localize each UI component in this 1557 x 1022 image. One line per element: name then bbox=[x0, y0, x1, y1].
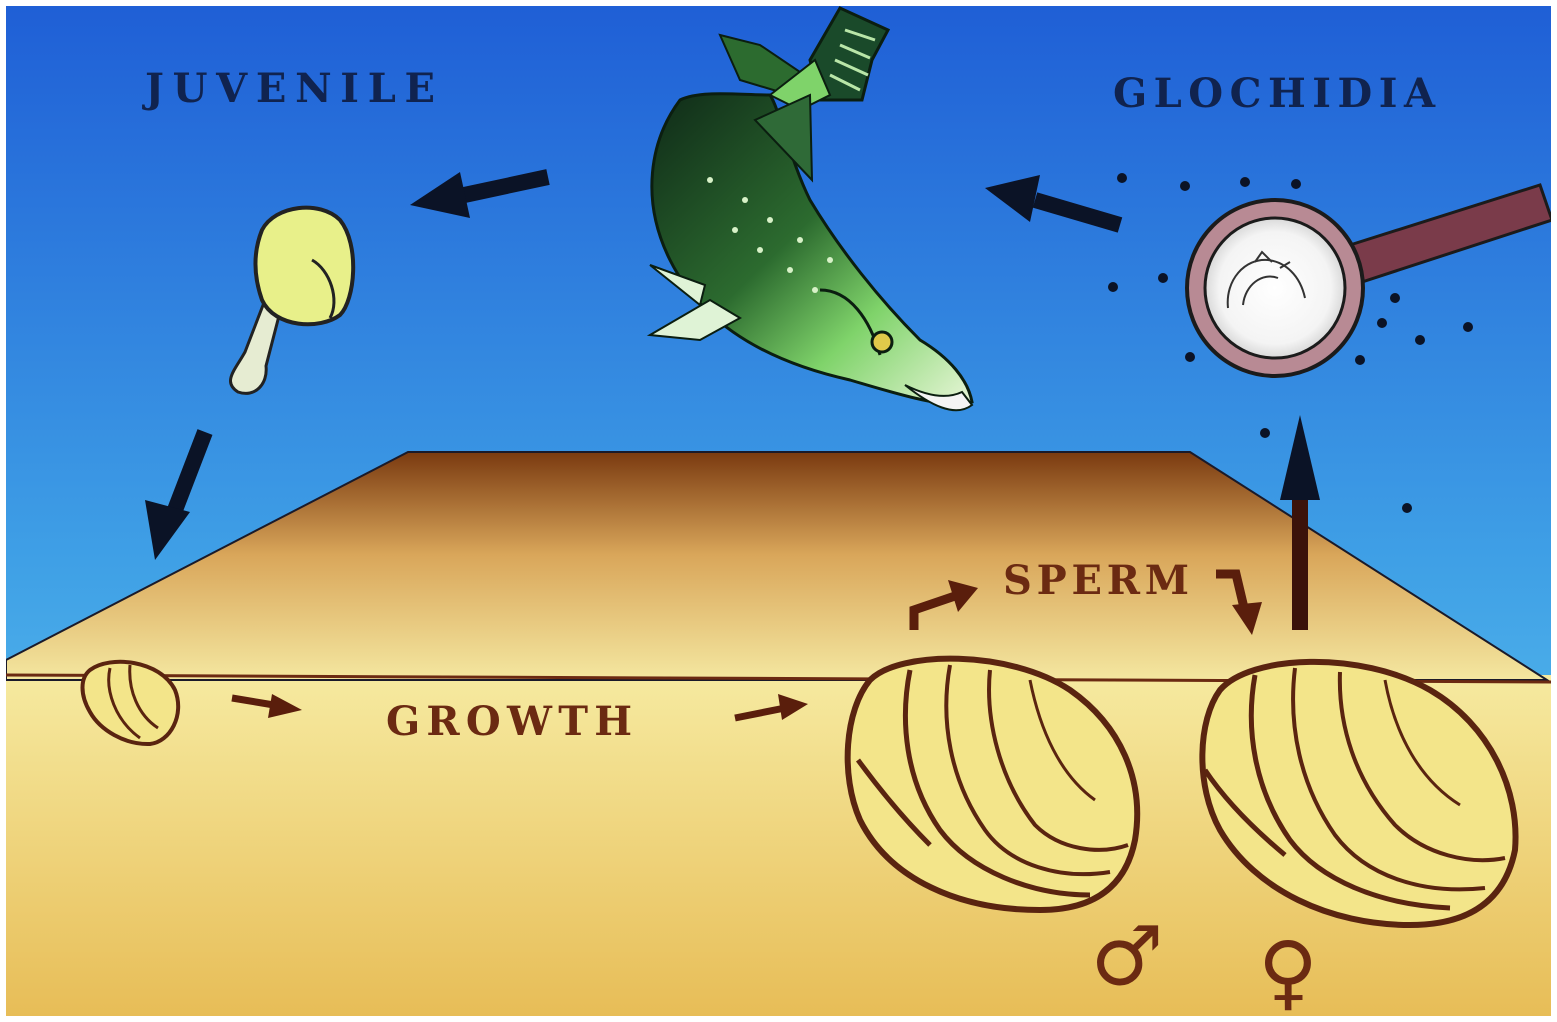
fish-eye bbox=[872, 332, 892, 352]
female-symbol: ♀ bbox=[1258, 924, 1318, 1020]
sperm-label: SPERM bbox=[1003, 557, 1189, 604]
glochidia-label: GLOCHIDIA bbox=[1113, 70, 1436, 117]
male-symbol: ♂ bbox=[1090, 909, 1164, 1005]
